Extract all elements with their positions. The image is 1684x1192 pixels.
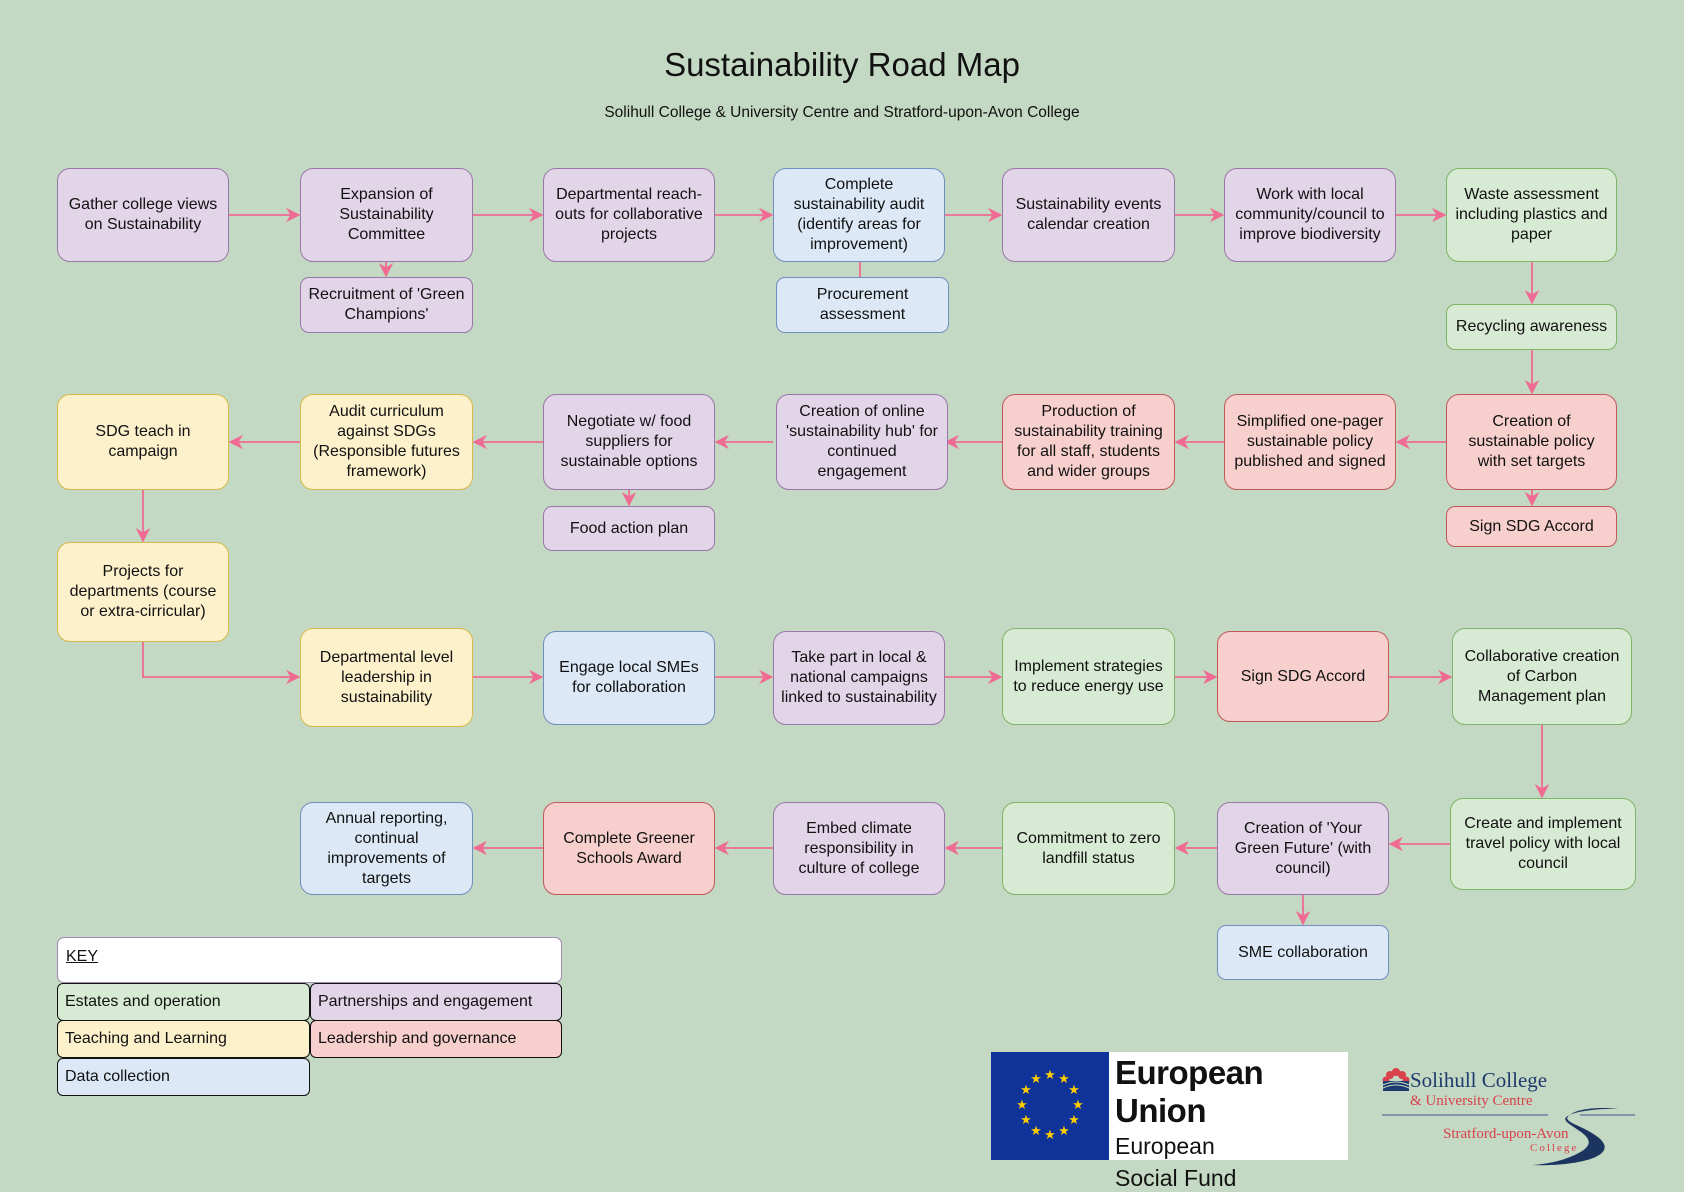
node-embed-climate: Embed climate responsibility in culture … <box>773 802 945 895</box>
node-departmental-leadership: Departmental level leadership in sustain… <box>300 628 473 727</box>
node-local-biodiversity: Work with local community/council to imp… <box>1224 168 1396 262</box>
eu-logo-title: European Union <box>1115 1054 1264 1129</box>
college-logo-sub: & University Centre <box>1410 1093 1533 1109</box>
college-logo-name: Solihull College <box>1410 1068 1548 1092</box>
legend-item-partnerships: Partnerships and engagement <box>310 983 562 1021</box>
page-subtitle: Solihull College & University Centre and… <box>604 104 1080 121</box>
page-title: Sustainability Road Map <box>664 46 1020 83</box>
legend-item-leadership: Leadership and governance <box>310 1020 562 1058</box>
node-food-action-plan: Food action plan <box>543 506 715 551</box>
node-expansion-committee: Expansion of Sustainability Committee <box>300 168 473 262</box>
node-travel-policy: Create and implement travel policy with … <box>1450 798 1636 890</box>
eu-logo: ★ ★ ★ ★ ★ ★ ★ ★ ★ ★ ★ ★ European Union E… <box>991 1052 1348 1191</box>
node-waste-assessment: Waste assessment including plastics and … <box>1446 168 1617 262</box>
legend-title: KEY <box>57 937 562 983</box>
node-engage-smes: Engage local SMEs for collaboration <box>543 631 715 725</box>
node-projects-departments: Projects for departments (course or extr… <box>57 542 229 642</box>
node-food-suppliers: Negotiate w/ food suppliers for sustaina… <box>543 394 715 490</box>
node-procurement-assessment: Procurement assessment <box>776 277 949 333</box>
node-reduce-energy: Implement strategies to reduce energy us… <box>1002 628 1175 725</box>
eu-logo-line3: Social Fund <box>1115 1165 1237 1191</box>
college-logo: Solihull College & University Centre Str… <box>1380 1063 1640 1168</box>
svg-text:★: ★ <box>1068 1083 1080 1098</box>
svg-text:★: ★ <box>1058 1072 1070 1087</box>
node-sign-sdg-accord-1: Sign SDG Accord <box>1446 506 1617 547</box>
node-sign-sdg-accord-2: Sign SDG Accord <box>1217 631 1389 722</box>
node-recruitment-green-champions: Recruitment of 'Green Champions' <box>300 277 473 333</box>
eu-logo-line2: European <box>1115 1133 1215 1159</box>
node-annual-reporting: Annual reporting, continual improvements… <box>300 802 473 895</box>
legend-item-teaching: Teaching and Learning <box>57 1020 310 1058</box>
node-online-hub: Creation of online 'sustainability hub' … <box>776 394 948 490</box>
eu-flag-icon: ★ ★ ★ ★ ★ ★ ★ ★ ★ ★ ★ ★ <box>991 1052 1109 1160</box>
node-audit-curriculum: Audit curriculum against SDGs (Responsib… <box>300 394 473 490</box>
node-complete-audit: Complete sustainability audit (identify … <box>773 168 945 262</box>
svg-text:★: ★ <box>1020 1113 1032 1128</box>
node-events-calendar: Sustainability events calendar creation <box>1002 168 1175 262</box>
node-sustainable-policy: Creation of sustainable policy with set … <box>1446 394 1617 490</box>
svg-text:★: ★ <box>1044 1128 1056 1143</box>
node-gather-views: Gather college views on Sustainability <box>57 168 229 262</box>
svg-text:★: ★ <box>1016 1098 1028 1113</box>
node-sustainability-training: Production of sustainability training fo… <box>1002 394 1175 490</box>
svg-text:★: ★ <box>1020 1083 1032 1098</box>
college-logo-college: College <box>1530 1142 1579 1154</box>
legend-item-data-collection: Data collection <box>57 1058 310 1096</box>
node-your-green-future: Creation of 'Your Green Future' (with co… <box>1217 802 1389 895</box>
legend-item-estates: Estates and operation <box>57 983 310 1021</box>
svg-text:★: ★ <box>1068 1113 1080 1128</box>
college-logo-stratford: Stratford-upon-Avon <box>1443 1126 1569 1142</box>
svg-text:★: ★ <box>1030 1124 1042 1139</box>
node-one-pager-policy: Simplified one-pager sustainable policy … <box>1224 394 1396 490</box>
svg-text:★: ★ <box>1072 1098 1084 1113</box>
svg-text:★: ★ <box>1030 1072 1042 1087</box>
node-sdg-teach-in: SDG teach in campaign <box>57 394 229 490</box>
college-emblem-icon <box>1382 1068 1635 1166</box>
node-greener-schools: Complete Greener Schools Award <box>543 802 715 895</box>
svg-text:★: ★ <box>1044 1068 1056 1083</box>
node-zero-landfill: Commitment to zero landfill status <box>1002 802 1175 895</box>
svg-text:★: ★ <box>1058 1124 1070 1139</box>
node-departmental-reach-outs: Departmental reach-outs for collaborativ… <box>543 168 715 262</box>
node-sme-collaboration: SME collaboration <box>1217 925 1389 980</box>
node-recycling-awareness: Recycling awareness <box>1446 304 1617 350</box>
node-local-national-campaigns: Take part in local & national campaigns … <box>773 631 945 725</box>
node-carbon-management: Collaborative creation of Carbon Managem… <box>1452 628 1632 725</box>
